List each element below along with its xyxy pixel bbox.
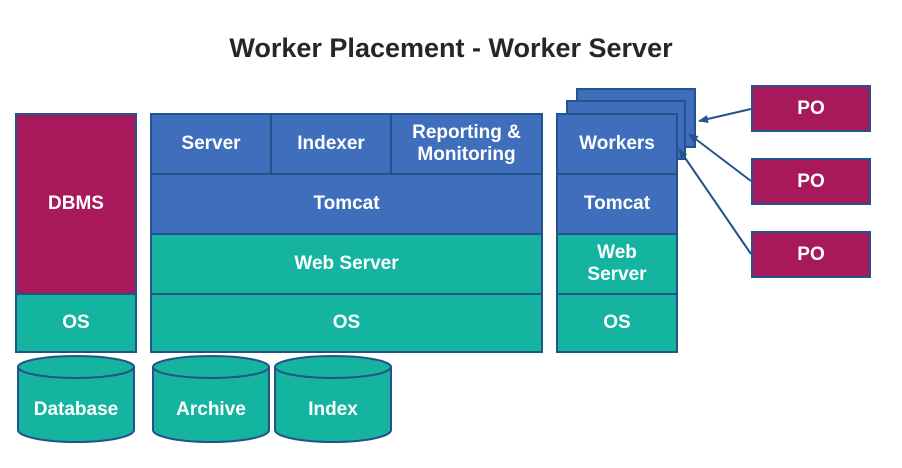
database-cylinder: Database xyxy=(16,355,136,445)
db-os-box: OS xyxy=(15,293,137,353)
main-os-label: OS xyxy=(332,312,361,334)
worker-tomcat-label: Tomcat xyxy=(583,193,651,215)
arrow-po2 xyxy=(688,133,752,182)
index-cylinder: Index xyxy=(273,355,393,445)
reporting-label-line2: Monitoring xyxy=(417,144,516,165)
db-os-label: OS xyxy=(62,312,90,334)
server-box: Server xyxy=(150,113,272,175)
workers-box: Workers xyxy=(556,113,678,175)
po-label-3: PO xyxy=(797,243,825,265)
index-label: Index xyxy=(308,399,358,420)
workers-label: Workers xyxy=(579,133,655,155)
reporting-label-line1: Reporting & xyxy=(412,122,521,144)
dbms-box: DBMS xyxy=(15,113,137,295)
worker-os-box: OS xyxy=(556,293,678,353)
main-os-box: OS xyxy=(150,293,543,353)
server-label: Server xyxy=(181,133,241,155)
archive-cylinder: Archive xyxy=(151,355,271,445)
worker-web-label-line2: Server xyxy=(587,264,647,285)
database-label: Database xyxy=(33,399,119,420)
worker-os-label: OS xyxy=(603,312,631,334)
po-label-1: PO xyxy=(797,97,825,119)
diagram-title: Worker Placement - Worker Server xyxy=(229,33,673,63)
arrow-po3 xyxy=(678,148,752,255)
worker-web-label-line1: Web xyxy=(597,242,637,264)
po-box-1: PO xyxy=(751,85,871,132)
main-tomcat-label: Tomcat xyxy=(313,193,380,215)
arrow-po1 xyxy=(698,108,752,123)
po-box-2: PO xyxy=(751,158,871,205)
po-label-2: PO xyxy=(797,170,825,192)
archive-label: Archive xyxy=(176,399,246,420)
reporting-monitoring-box: Reporting & Monitoring xyxy=(390,113,543,175)
dbms-label: DBMS xyxy=(48,193,104,215)
main-web-server-label: Web Server xyxy=(294,253,399,275)
indexer-label: Indexer xyxy=(297,133,365,155)
main-tomcat-box: Tomcat xyxy=(150,173,543,235)
po-box-3: PO xyxy=(751,231,871,278)
